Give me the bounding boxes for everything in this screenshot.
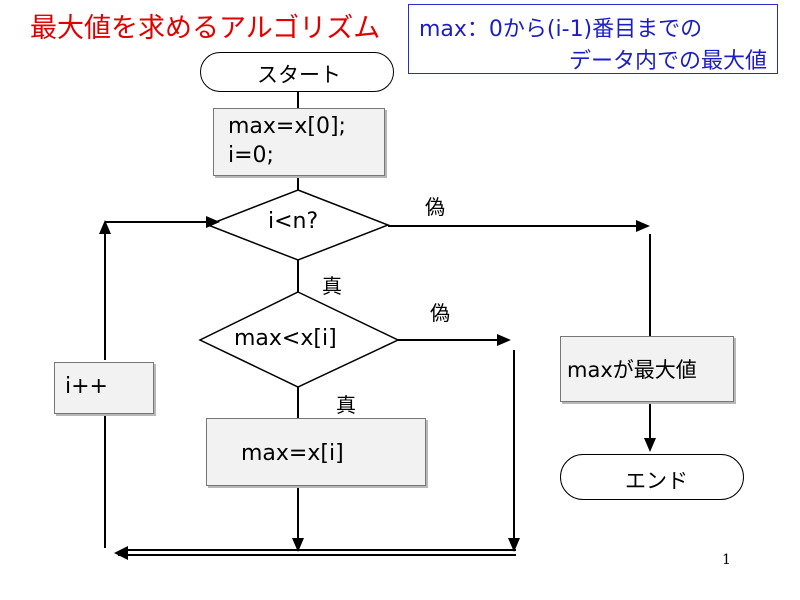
edge-label-false-2: 偽 bbox=[430, 301, 450, 325]
start-terminal: スタート bbox=[200, 52, 394, 92]
edge-label-true-1: 真 bbox=[322, 274, 342, 298]
note-box: max：0から(i-1)番目までの データ内での最大値 bbox=[408, 4, 778, 74]
end-label: エンド bbox=[625, 469, 688, 493]
note-line-2: データ内での最大値 bbox=[568, 49, 767, 74]
arrowhead-assign-down bbox=[292, 538, 304, 552]
assign-label: max=x[i] bbox=[241, 441, 344, 466]
arrowhead-left-to-condloop bbox=[206, 216, 220, 228]
assign-process-box: max=x[i] bbox=[206, 418, 426, 486]
init-line-2: i=0; bbox=[228, 143, 274, 168]
edge-label-false-1: 偽 bbox=[425, 195, 445, 219]
init-line-1: max=x[0]; bbox=[228, 114, 346, 139]
edge-label-true-2: 真 bbox=[336, 393, 356, 417]
arrowhead-condloop-false bbox=[636, 220, 650, 232]
init-process-box: max=x[0]; i=0; bbox=[213, 108, 385, 176]
condloop-label: i<n? bbox=[268, 209, 319, 234]
note-line-1: max：0から(i-1)番目までの bbox=[419, 17, 703, 42]
end-terminal: エンド bbox=[560, 454, 744, 500]
result-process-box: maxが最大値 bbox=[560, 336, 734, 402]
page-number: 1 bbox=[722, 552, 731, 568]
arrowhead-right-column bbox=[508, 538, 520, 552]
arrowhead-left-up bbox=[99, 220, 111, 234]
increment-process-box: i++ bbox=[54, 362, 154, 414]
arrowhead-result-to-end bbox=[644, 438, 656, 452]
page-title: 最大値を求めるアルゴリズム bbox=[30, 13, 381, 44]
arrowhead-bottom-return bbox=[114, 546, 128, 560]
result-label: maxが最大値 bbox=[567, 358, 697, 382]
increment-label: i++ bbox=[65, 374, 108, 399]
start-label: スタート bbox=[257, 63, 341, 87]
arrowhead-condmax-false bbox=[497, 334, 511, 346]
condmax-label: max<x[i] bbox=[234, 326, 337, 351]
